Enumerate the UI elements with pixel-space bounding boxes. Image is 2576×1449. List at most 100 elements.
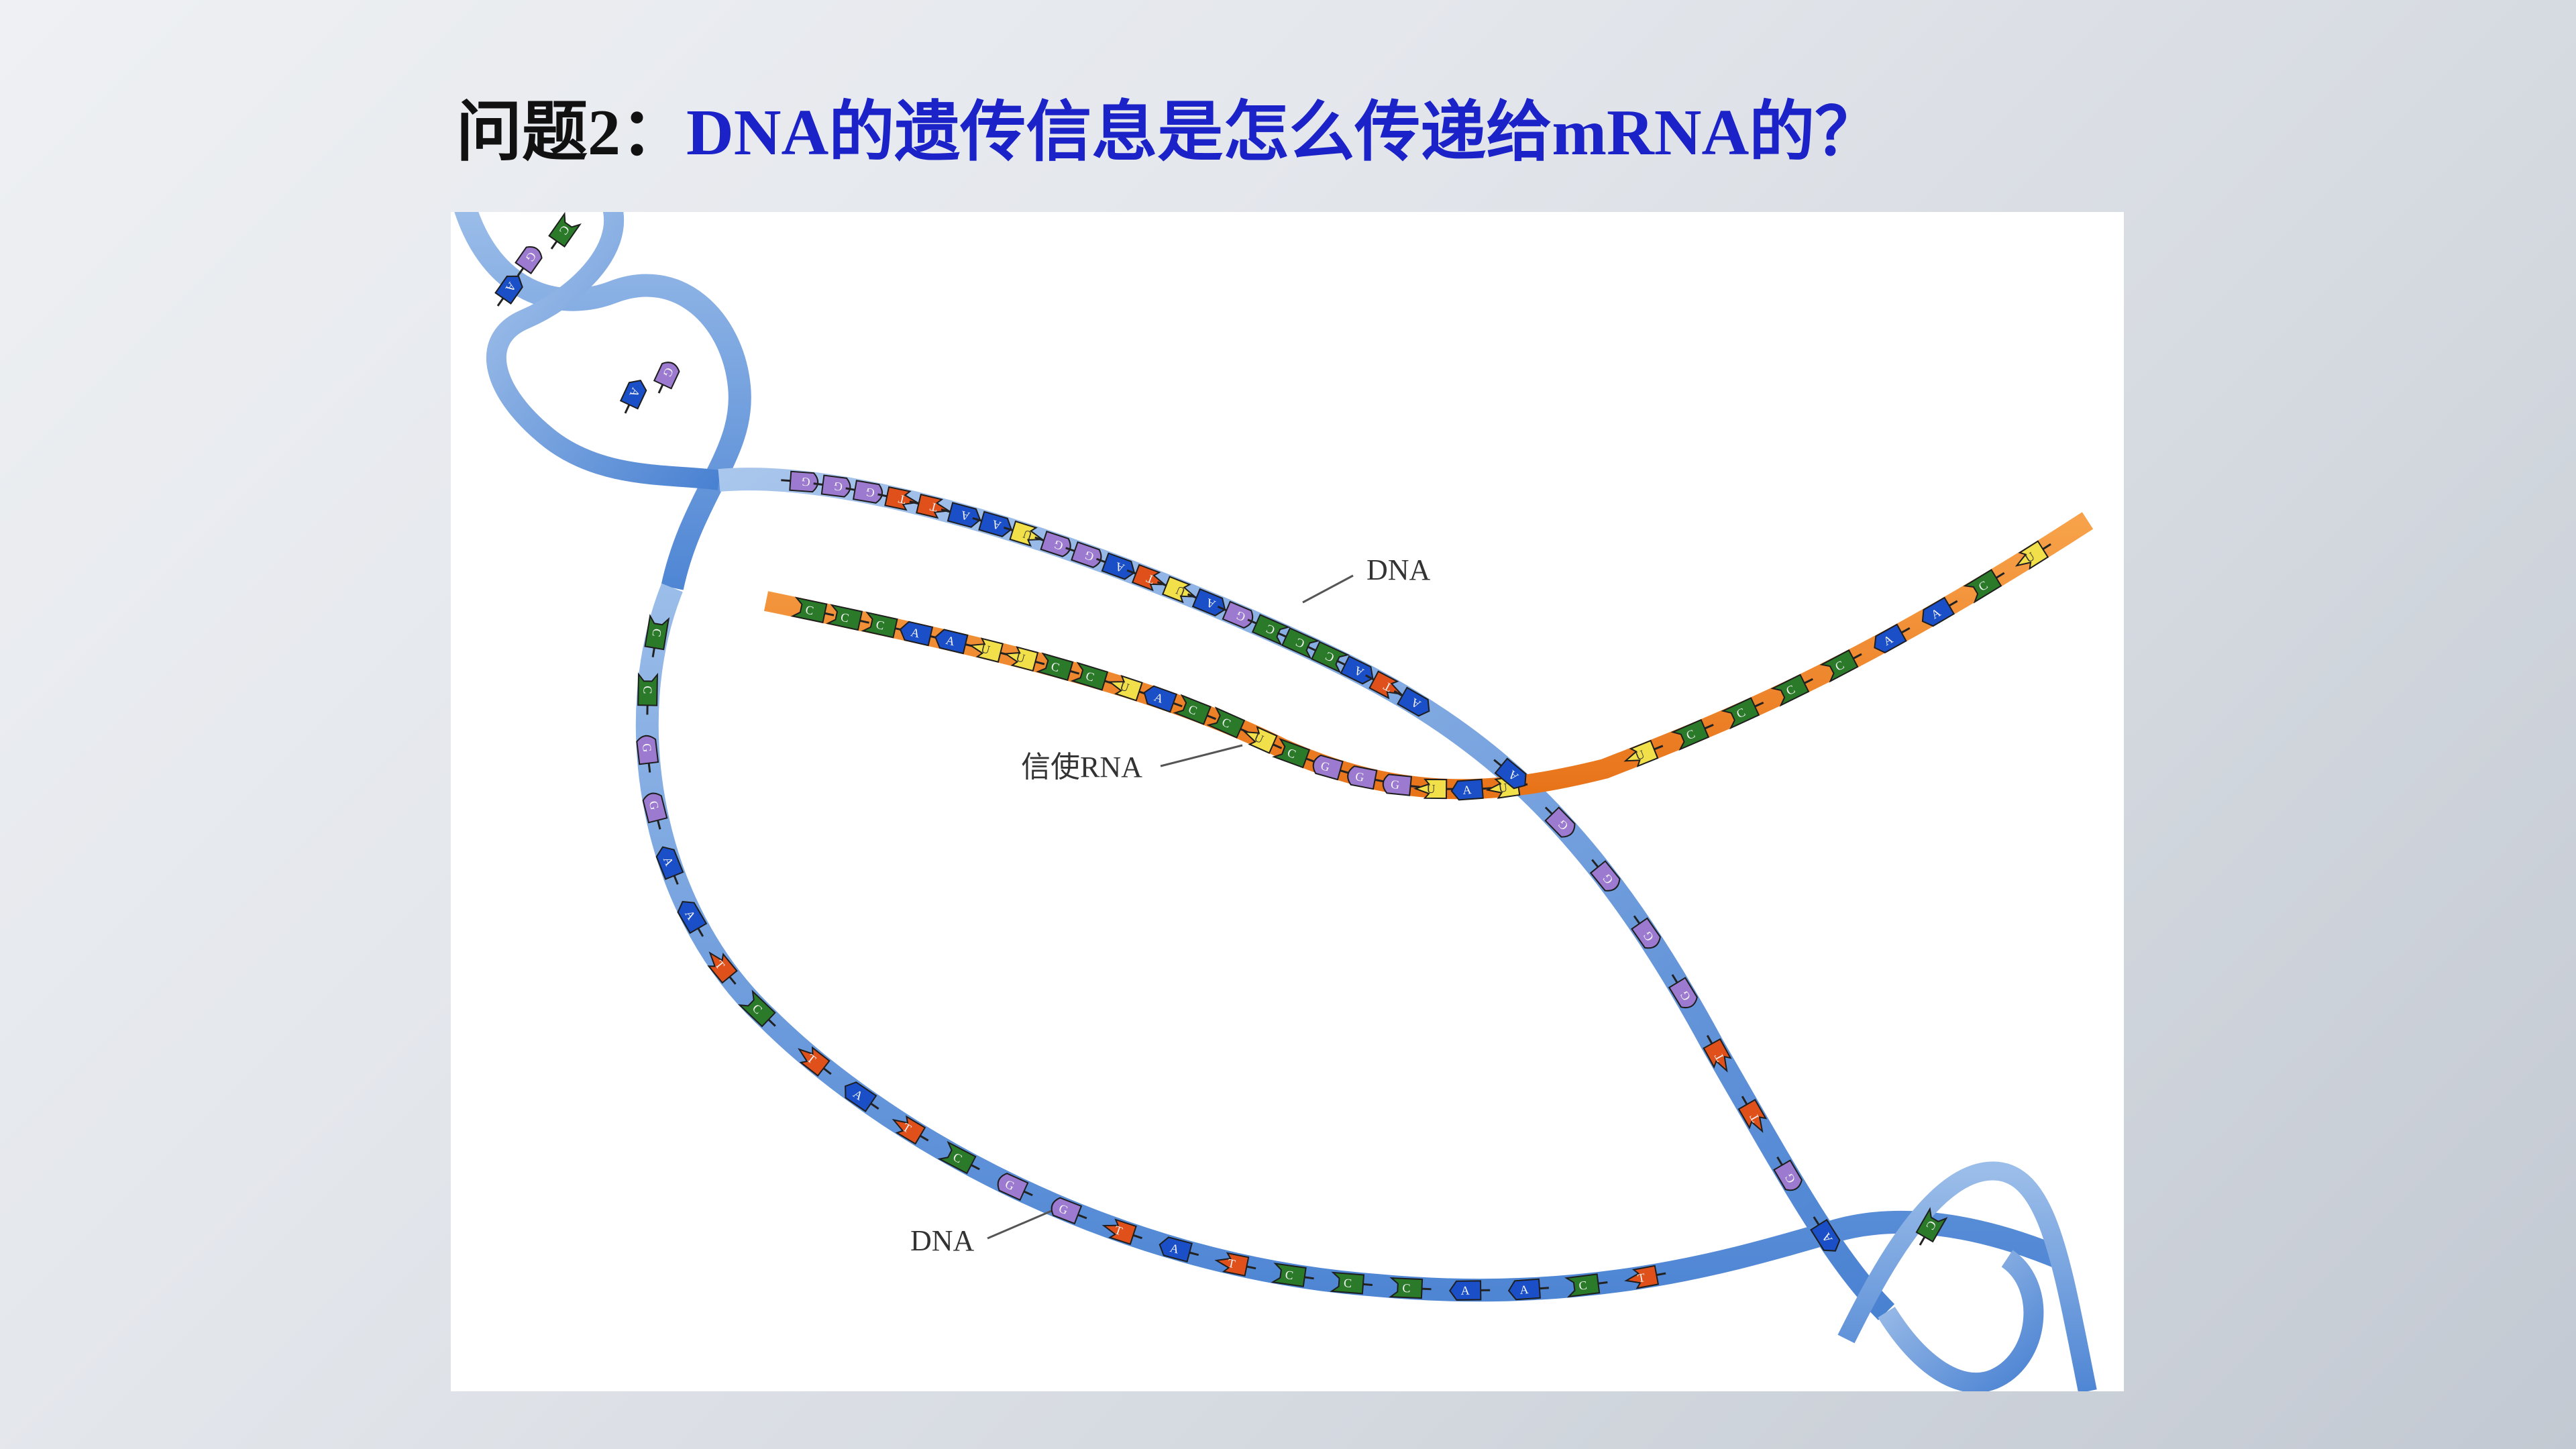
nucleotide-base-G: G [781,470,819,493]
nucleotide-base-C: C [1564,1273,1608,1298]
svg-text:G: G [1390,777,1400,792]
svg-text:A: A [1169,1241,1181,1256]
title-prefix: 问题2： [456,97,687,169]
svg-text:G: G [1320,759,1332,774]
svg-text:C: C [1285,1268,1295,1282]
svg-text:A: A [1519,1283,1529,1297]
nucleotide-base-C: C [1036,652,1080,682]
svg-text:C: C [1050,659,1061,675]
nucleotide-base-T: T [1365,670,1403,700]
svg-text:G: G [833,480,843,494]
nucleotide-base-T: T [909,493,951,519]
nucleotide-base-A: A [1393,686,1430,717]
slide-title: 问题2：DNA的遗传信息是怎么传递给mRNA的？ [456,94,1880,173]
svg-text:U: U [1014,650,1026,665]
nucleotide-base-C: C [1330,1271,1373,1295]
nucleotide-base-A: A [1095,552,1136,580]
svg-text:G: G [647,800,662,812]
svg-text:G: G [865,485,875,500]
svg-text:A: A [1461,1284,1470,1297]
svg-text:C: C [1084,669,1095,684]
nucleotide-base-G: G [1347,765,1385,790]
nucleotide-base-G: G [813,474,851,498]
nucleotide-base-G: G [1217,600,1254,629]
nucleotide-base-G: G [1065,541,1102,568]
nucleotide-base-A: A [1159,1236,1199,1263]
label-line-mrna [1160,744,1243,767]
svg-text:T: T [928,500,938,515]
svg-text:A: A [910,625,921,640]
svg-text:A: A [1114,559,1126,575]
nucleotide-base-C: C [1670,718,1714,751]
nucleotide-base-C: C [790,596,835,624]
svg-text:G: G [1083,548,1095,564]
nucleotide-base-U: U [1623,739,1664,767]
nucleotide-base-G: G [515,246,543,276]
nucleotide-base-U: U [1003,520,1044,547]
nucleotide-base-C: C [1272,738,1316,769]
nucleotide-base-G: G [1668,974,1698,1008]
nucleotide-base-A: A [1143,685,1183,713]
svg-text:A: A [959,508,971,524]
nucleotide-base-G: G [1544,806,1576,838]
nucleotide-base-C: C [1721,697,1764,730]
nucleotide-base-A: A [972,511,1012,537]
nucleotide-base-T: T [877,486,920,511]
nucleotide-base-G: G [1382,773,1420,796]
nucleotide-base-C: C [1070,661,1114,691]
nucleotide-base-A: A [619,379,647,414]
svg-text:T: T [1636,1271,1646,1285]
nucleotide-base-G: G [1631,915,1661,949]
nucleotide-base-C: C [1306,641,1350,674]
svg-text:C: C [1343,1276,1352,1290]
nucleotide-base-A: A [845,1081,879,1112]
svg-text:C: C [1402,1281,1411,1295]
dna-template-strand [718,468,1895,1321]
nucleotide-base-C: C [548,212,582,250]
svg-text:U: U [1118,679,1131,694]
nucleotide-base-G: G [653,362,680,394]
nucleotide-base-C: C [1915,1207,1948,1246]
nucleotide-base-A: A [941,502,981,528]
svg-text:A: A [1462,783,1472,797]
title-question: DNA的遗传信息是怎么传递给mRNA的？ [686,97,1881,169]
nucleotide-base-C: C [737,989,776,1028]
nucleotide-base-T: T [1703,1034,1732,1073]
nucleotide-base-G: G [1051,1197,1087,1225]
nucleotide-base-A: A [934,629,975,655]
nucleotide-base-C: C [1819,649,1862,683]
nucleotide-base-U: U [1003,646,1045,672]
nucleotide-base-A: A [1448,1280,1491,1301]
svg-text:C: C [804,602,815,617]
svg-text:A: A [945,633,956,648]
nucleotide-base-G: G [1773,1156,1803,1191]
nucleotide-base-A: A [1810,1216,1841,1252]
label-line-dna-lower [987,1207,1059,1240]
dna-coding-strand [635,583,2065,1302]
svg-text:G: G [1354,769,1366,784]
nucleotide-base-C: C [1173,694,1216,725]
nucleotide-base-A: A [1874,623,1911,653]
nucleotide-base-U: U [1242,726,1283,754]
nucleotide-base-T: T [1624,1265,1666,1289]
svg-text:A: A [990,517,1002,533]
svg-text:G: G [640,743,654,753]
nucleotide-base-A: A [1187,588,1226,616]
nucleotide-base-G: G [997,1173,1033,1201]
nucleotide-base-A: A [655,846,684,885]
nucleotide-base-A: A [677,901,708,937]
nucleotide-base-C: C [644,614,670,657]
svg-text:G: G [801,475,810,489]
nucleotide-base-C: C [1277,627,1320,659]
svg-text:A: A [1152,690,1165,706]
nucleotide-base-U: U [1157,576,1197,604]
nucleotide-base-U: U [1108,675,1148,702]
nucleotide-base-C: C [937,1140,980,1175]
nucleotide-base-A: A [1507,1278,1550,1301]
svg-text:T: T [897,492,907,506]
svg-text:C: C [875,618,885,633]
svg-text:U: U [979,641,991,657]
